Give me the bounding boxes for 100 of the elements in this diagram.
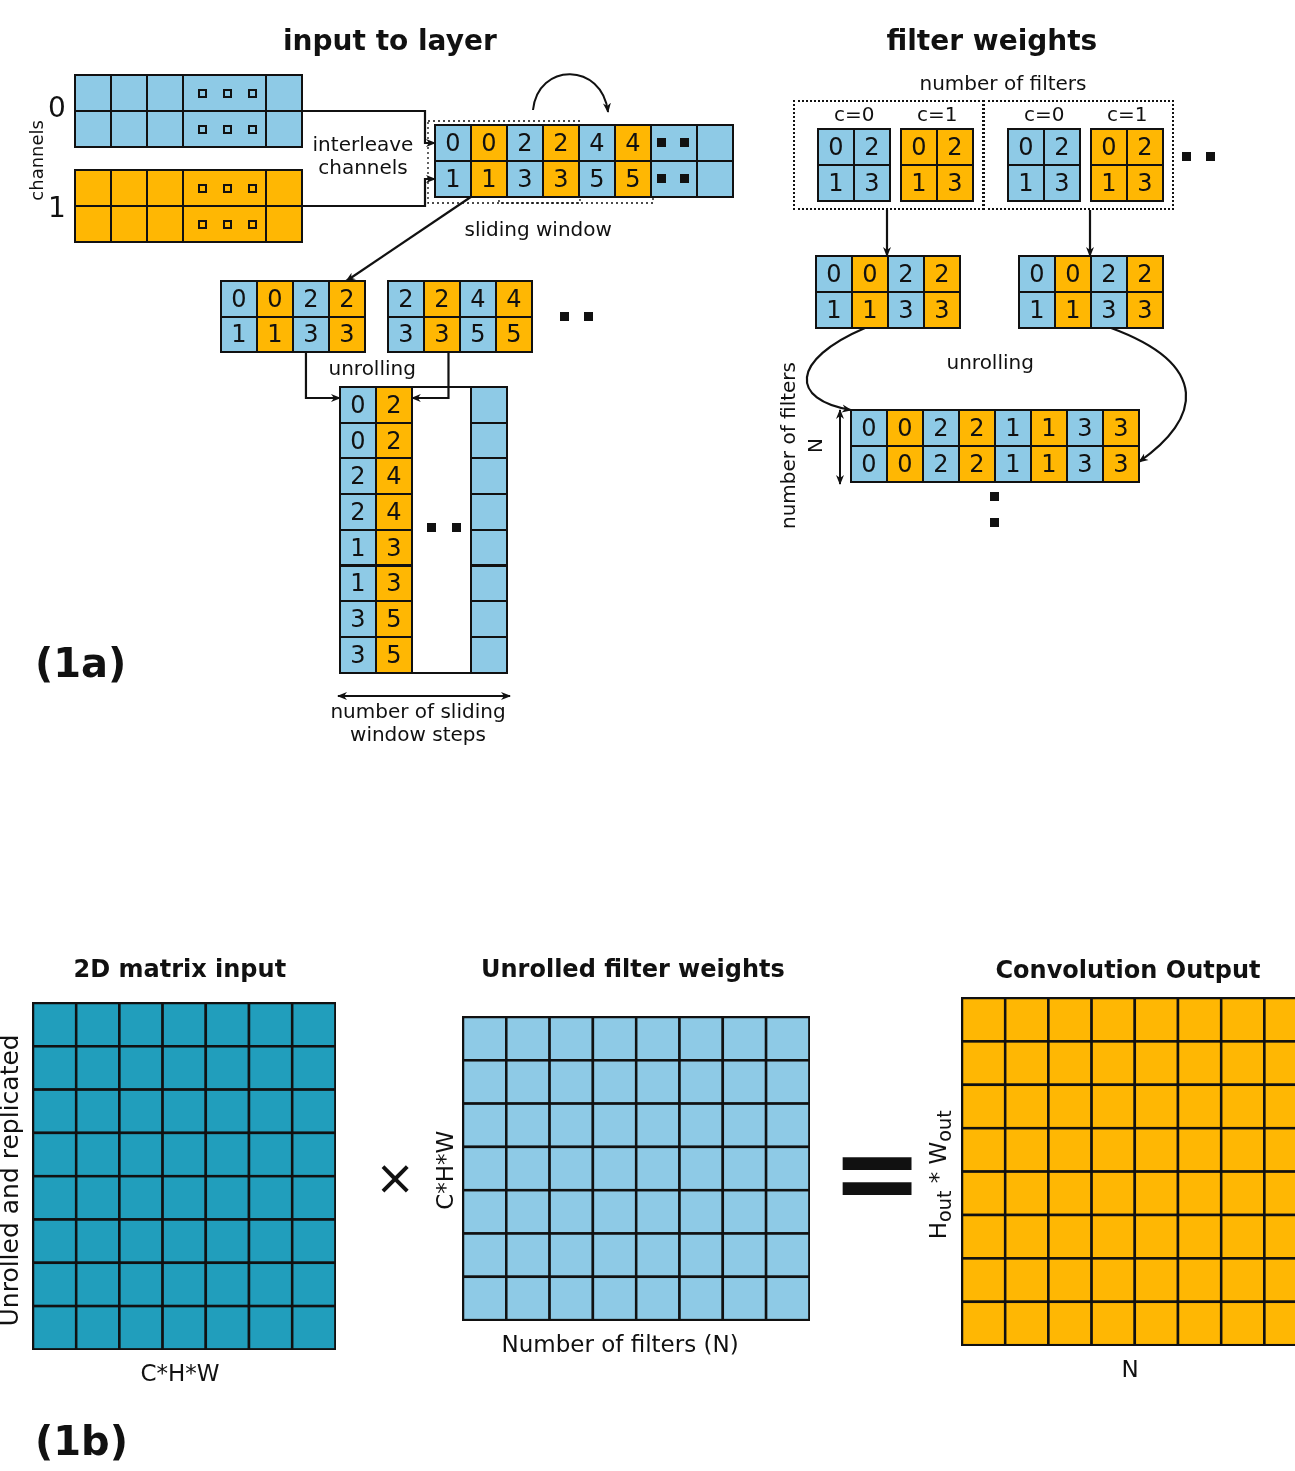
matrix-cell: 1 [1030, 409, 1068, 447]
arrow [302, 109, 436, 147]
matrix-cell: 3 [542, 160, 580, 198]
matrix-cell: 3 [1066, 409, 1104, 447]
arrow [1110, 327, 1187, 463]
operator-symbol: × [375, 1150, 416, 1206]
arrow [345, 196, 472, 282]
panel-label: (1a) [35, 640, 127, 686]
step-label: interleave channels [311, 133, 415, 179]
matrix-cell: 2 [375, 386, 413, 424]
matrix-cell: 0 [256, 280, 294, 318]
matrix-cell: 3 [339, 635, 377, 674]
matrix-title: Unrolled filter weights [481, 956, 785, 984]
matrix-cell: 1 [815, 291, 853, 329]
matrix-cell: 2 [923, 255, 961, 293]
matrix-cell: 4 [614, 124, 652, 162]
channel-number: 1 [48, 192, 66, 225]
arrow [304, 352, 341, 402]
axis-label: channels [26, 119, 48, 201]
arrow [805, 327, 866, 412]
matrix-cell: 3 [339, 600, 377, 638]
channel-number: 0 [48, 92, 66, 125]
matrix-cell: 0 [886, 409, 924, 447]
matrix-cell: 3 [1066, 445, 1104, 483]
panel-title: filter weights [886, 25, 1098, 58]
matrix-cell: 1 [1007, 164, 1045, 202]
axis-label: number of filters [776, 361, 800, 529]
matrix-cell: 4 [459, 280, 497, 318]
matrix-cell: 2 [1126, 255, 1164, 293]
matrix-cell: 3 [1102, 445, 1140, 483]
matrix-cell: 0 [220, 280, 258, 318]
axis-label: N [1121, 1356, 1139, 1383]
operator-symbol: = [831, 1110, 924, 1237]
dimension-label: number of sliding window steps [329, 700, 507, 746]
matrix-cell: 5 [578, 160, 616, 198]
matrix-cell: 2 [853, 128, 891, 166]
matrix-cell: 3 [375, 528, 413, 567]
matrix-cell: 0 [1054, 255, 1092, 293]
matrix-cell: 0 [850, 409, 888, 447]
arrow [302, 175, 436, 208]
matrix-cell: 3 [423, 315, 461, 353]
matrix-cell: 4 [578, 124, 616, 162]
axis-label: N [803, 437, 827, 453]
matrix-cell: 4 [375, 493, 413, 531]
matrix-cell: 4 [495, 280, 533, 318]
matrix-cell: 2 [387, 280, 425, 318]
matrix-cell: 2 [936, 128, 974, 166]
matrix-cell: 3 [853, 164, 891, 202]
matrix-cell: 1 [1030, 445, 1068, 483]
matrix-cell: 5 [495, 315, 533, 353]
matrix-cell: 2 [339, 457, 377, 496]
matrix-cell: 2 [542, 124, 580, 162]
matrix-cell: 3 [1102, 409, 1140, 447]
matrix-cell: 1 [339, 528, 377, 567]
axis-label: C*H*W [140, 1360, 220, 1387]
matrix-cell: 1 [994, 409, 1032, 447]
matrix-cell: 0 [1018, 255, 1056, 293]
axis-label: c=0 [834, 103, 875, 126]
matrix-cell: 3 [1090, 291, 1128, 329]
matrix-cell: 2 [328, 280, 366, 318]
matrix-cell: 3 [1126, 291, 1164, 329]
matrix-cell: 3 [1126, 164, 1164, 202]
matrix-cell: 1 [1054, 291, 1092, 329]
step-label: unrolling [328, 357, 416, 380]
matrix-cell: 5 [375, 600, 413, 638]
matrix-cell: 0 [339, 386, 377, 424]
matrix-cell: 3 [387, 315, 425, 353]
matrix-cell: 1 [220, 315, 258, 353]
axis-label: c=0 [1024, 103, 1065, 126]
matrix-cell: 0 [815, 255, 853, 293]
panel-label: (1b) [35, 1418, 129, 1464]
matrix-cell: 3 [923, 291, 961, 329]
matrix-cell: 2 [292, 280, 330, 318]
group-frame [983, 100, 1174, 210]
matrix-cell: 2 [1090, 255, 1128, 293]
matrix-cell: 3 [328, 315, 366, 353]
matrix-cell: 0 [470, 124, 508, 162]
matrix-cell: 1 [1018, 291, 1056, 329]
group-frame [793, 100, 984, 210]
matrix-cell: 3 [506, 160, 544, 198]
matrix-cell: 1 [900, 164, 938, 202]
matrix-title: Convolution Output [995, 957, 1261, 985]
matrix-cell: 0 [851, 255, 889, 293]
matrix-cell: 0 [886, 445, 924, 483]
axis-label: c=1 [917, 103, 958, 126]
matrix-cell: 3 [292, 315, 330, 353]
matrix-cell: 1 [434, 160, 472, 198]
matrix-cell: 2 [922, 445, 960, 483]
matrix-cell: 2 [1126, 128, 1164, 166]
matrix-cell: 1 [851, 291, 889, 329]
matrix-cell: 3 [1043, 164, 1081, 202]
matrix-cell: 0 [850, 445, 888, 483]
matrix-cell: 1 [994, 445, 1032, 483]
matrix-cell: 3 [936, 164, 974, 202]
matrix-cell: 0 [1090, 128, 1128, 166]
matrix-cell: 2 [958, 445, 996, 483]
matrix-cell: 4 [375, 457, 413, 496]
matrix-cell: 2 [506, 124, 544, 162]
matrix-cell: 2 [423, 280, 461, 318]
matrix-cell: 0 [900, 128, 938, 166]
